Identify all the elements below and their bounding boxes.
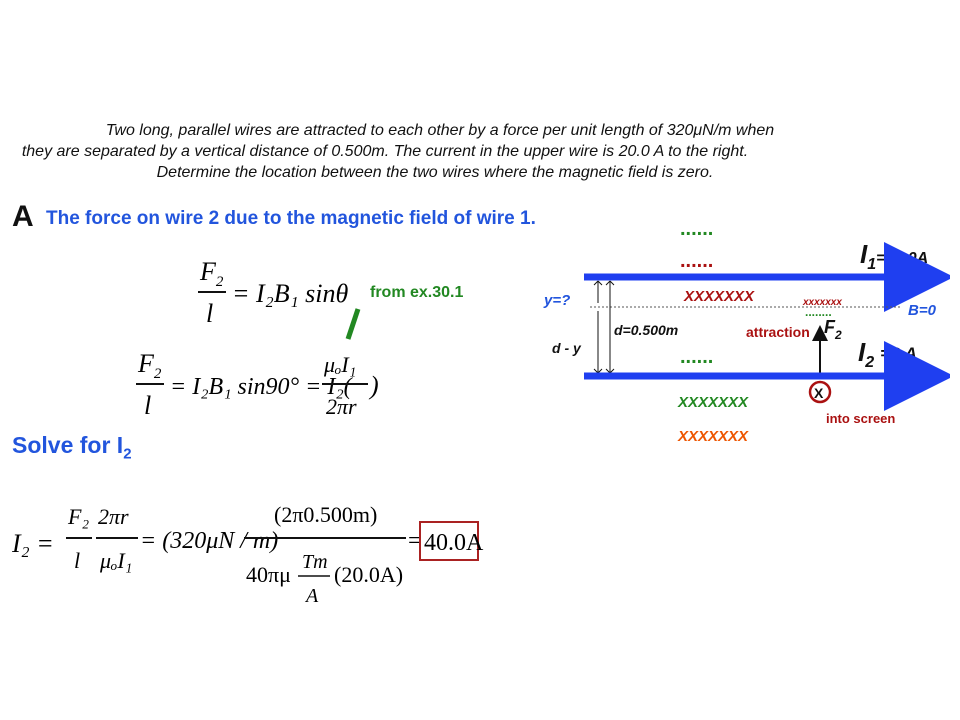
green-dots-top: ...... bbox=[680, 218, 713, 240]
eq2-numerator: F2 bbox=[137, 349, 162, 382]
eq3-f2-den: μₒI₁ bbox=[99, 548, 132, 573]
green-dots-mid: ...... bbox=[680, 346, 713, 368]
part-a-letter: A bbox=[12, 200, 34, 233]
eq2-frac-numerator: μₒI₁ bbox=[323, 352, 356, 377]
into-screen-label: into screen bbox=[826, 411, 895, 426]
part-a-heading: The force on wire 2 due to the magnetic … bbox=[46, 208, 536, 229]
into-screen-x: X bbox=[814, 385, 824, 401]
green-x-field: XXXXXXX bbox=[677, 394, 749, 411]
equation-1: F2 l = I₂B₁ sinθ bbox=[198, 257, 349, 328]
eq2-frac-denominator: 2πr bbox=[326, 394, 357, 419]
i1-label: I1=20.0A bbox=[860, 239, 928, 273]
red-x-field: XXXXXXX bbox=[683, 288, 755, 305]
reference-note: from ex.30.1 bbox=[370, 284, 464, 301]
small-x-field: xxxxxxx bbox=[802, 297, 842, 308]
eq3-f1-num: F₂ bbox=[67, 504, 89, 529]
problem-line-1: Two long, parallel wires are attracted t… bbox=[105, 122, 775, 139]
eq1-rhs: = I₂B₁ sinθ bbox=[232, 279, 349, 308]
y-label: y=? bbox=[543, 292, 570, 309]
eq3-middle: = (320μN / m) bbox=[140, 528, 278, 554]
eq3-f3-den-b: (20.0A) bbox=[334, 562, 403, 587]
eq2-denominator: l bbox=[144, 391, 151, 420]
d-label: d=0.500m bbox=[614, 322, 678, 338]
i2-label: I2=? A bbox=[858, 337, 917, 371]
eq3-lhs: I₂ = bbox=[12, 529, 54, 558]
answer-box bbox=[419, 521, 479, 561]
solve-text: Solve for I bbox=[12, 432, 124, 458]
equation-2: F2 l = I₂B₁ sin90° = I₂( μₒI₁ 2πr ) bbox=[136, 349, 379, 420]
small-dots: ........ bbox=[805, 305, 832, 319]
d-minus-y-label: d - y bbox=[552, 340, 582, 356]
equation-3: I₂ = F₂ l 2πr μₒI₁ = (320μN / m) (2π0.50… bbox=[12, 502, 484, 607]
b-zero-label: B=0 bbox=[908, 302, 937, 319]
solve-sub: 2 bbox=[123, 445, 132, 463]
solve-heading: Solve for I2 bbox=[12, 432, 132, 463]
eq3-f3-den-a: 40πμ bbox=[246, 562, 291, 587]
red-dots-top: ...... bbox=[680, 250, 713, 272]
eq3-equals: = bbox=[408, 528, 422, 554]
problem-statement: Two long, parallel wires are attracted t… bbox=[20, 120, 860, 183]
eq1-denominator: l bbox=[206, 299, 213, 328]
eq1-numerator: F2 bbox=[199, 257, 224, 290]
problem-line-3: Determine the location between the two w… bbox=[156, 164, 714, 181]
answer-value: 40.0A bbox=[424, 530, 484, 556]
green-slash-mark bbox=[345, 308, 361, 340]
wire-diagram: ...... ...... I1=20.0A XXXXXXX xxxxxxx .… bbox=[543, 218, 950, 445]
eq3-f1-den: l bbox=[74, 548, 80, 573]
f2-label: F2 bbox=[824, 317, 842, 342]
attraction-label: attraction bbox=[746, 324, 810, 340]
problem-line-2: they are separated by a vertical distanc… bbox=[21, 143, 749, 160]
orange-x-field: XXXXXXX bbox=[677, 428, 749, 445]
eq2-close-paren: ) bbox=[368, 371, 379, 400]
eq2-rhs: = I₂B₁ sin90° = I₂( bbox=[170, 374, 354, 400]
eq3-f3-num: (2π0.500m) bbox=[274, 502, 377, 527]
into-screen-icon bbox=[808, 380, 832, 404]
eq3-f2-num: 2πr bbox=[98, 504, 129, 529]
eq3-f3-den-unit: A bbox=[304, 585, 319, 607]
eq3-f3-den-tm: Tm bbox=[302, 551, 328, 573]
